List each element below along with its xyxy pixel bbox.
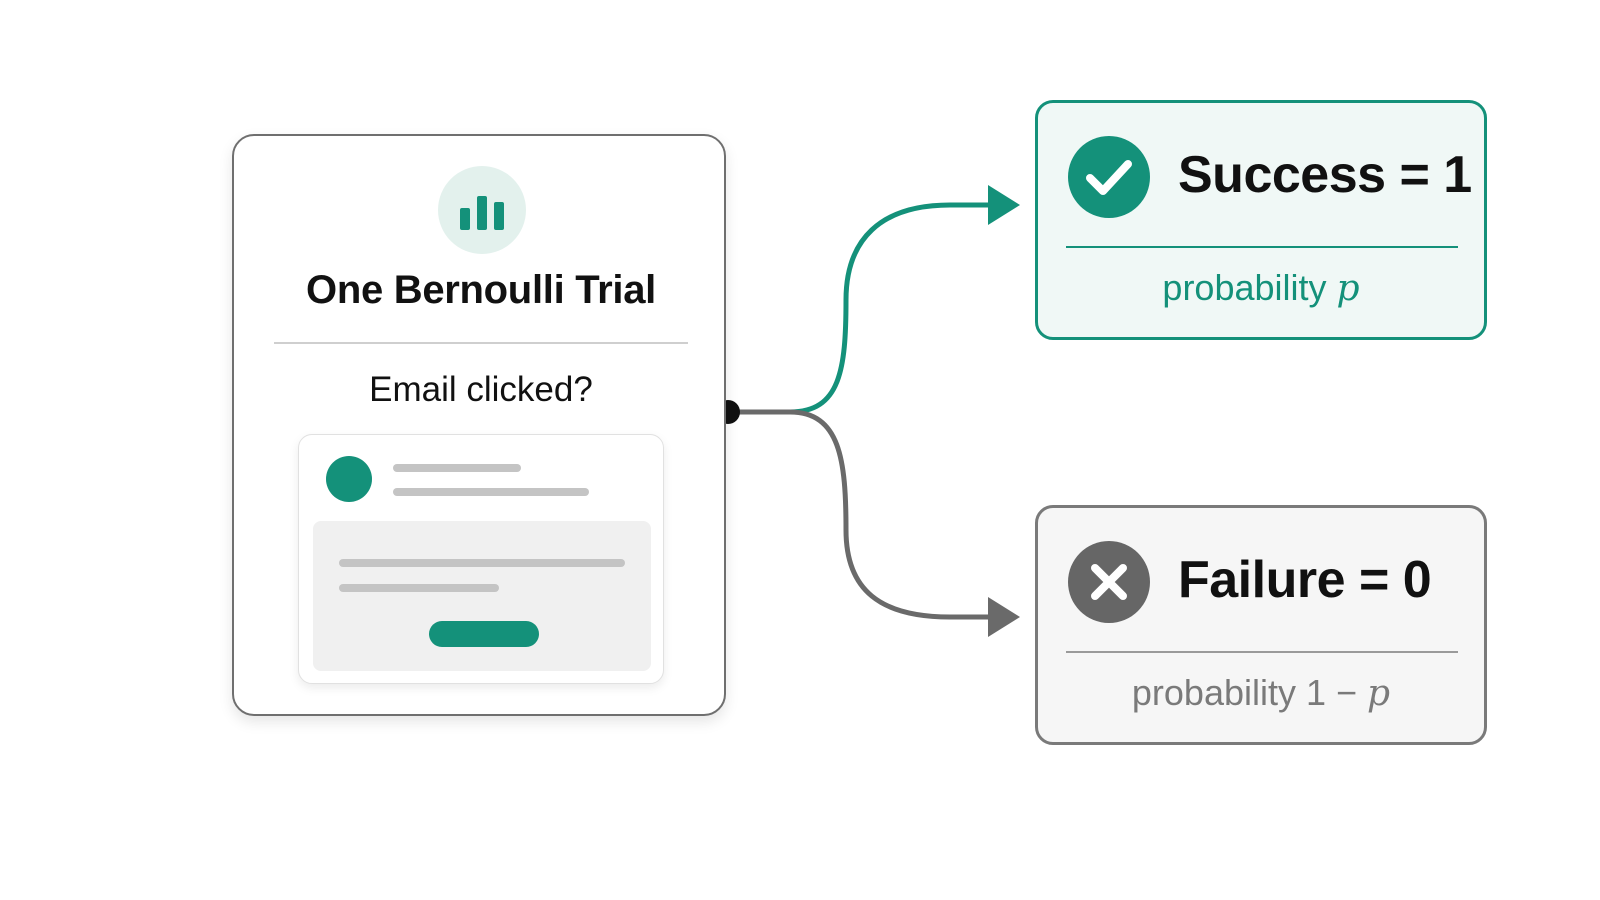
close-icon	[1068, 541, 1150, 623]
email-body-line	[339, 584, 499, 592]
trial-title: One Bernoulli Trial	[306, 268, 656, 312]
success-probability: probability p	[1038, 267, 1484, 309]
check-icon	[1068, 136, 1150, 218]
email-mockup	[298, 434, 664, 684]
success-divider	[1066, 246, 1458, 248]
failure-connector	[728, 409, 990, 620]
trial-divider	[274, 342, 688, 344]
success-connector	[728, 202, 990, 415]
failure-probability: probability 1 − p	[1038, 672, 1484, 714]
trial-question: Email clicked?	[369, 370, 593, 409]
email-avatar	[326, 456, 372, 502]
failure-label: Failure = 0	[1178, 551, 1432, 609]
email-sender-line	[393, 464, 521, 472]
success-probability-var: p	[1336, 268, 1360, 309]
failure-divider	[1066, 651, 1458, 653]
success-card: Success = 1 probability p	[1035, 100, 1487, 340]
success-probability-text: probability	[1162, 267, 1337, 308]
success-label: Success = 1	[1178, 146, 1472, 204]
bar-chart-icon	[438, 166, 526, 254]
failure-probability-var: p	[1367, 673, 1391, 714]
email-cta-button	[429, 621, 539, 647]
email-body-line	[339, 559, 625, 567]
failure-probability-text: probability 1 −	[1131, 672, 1368, 713]
trial-card: One Bernoulli Trial Email clicked?	[232, 134, 726, 716]
failure-card: Failure = 0 probability 1 − p	[1035, 505, 1487, 745]
failure-arrowhead	[988, 597, 1020, 637]
email-body	[313, 521, 651, 671]
email-subject-line	[393, 488, 589, 496]
success-arrowhead	[988, 185, 1020, 225]
